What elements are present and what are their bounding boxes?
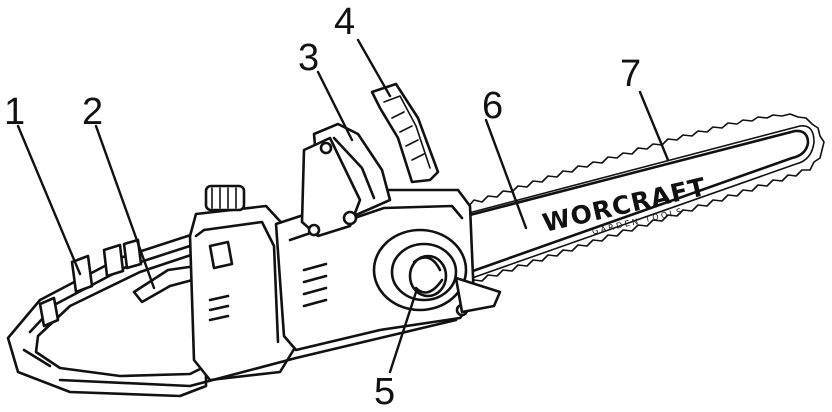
grip-bump-2 (102, 243, 125, 278)
callout-5: 5 (374, 371, 395, 412)
leader-4 (356, 38, 392, 98)
callout-7: 7 (620, 53, 641, 95)
leader-2 (94, 124, 156, 290)
callout-numbers: 1 2 3 4 5 6 7 (4, 1, 641, 412)
grip-bump-3 (122, 238, 143, 270)
grip-bump-4 (38, 296, 60, 328)
guide-bar: WORCRAFT GARDEN TOOLS (454, 113, 825, 287)
leader-3 (316, 70, 354, 142)
leader-1 (16, 124, 82, 276)
leader-6 (484, 118, 528, 230)
callout-4: 4 (334, 1, 355, 43)
leader-5 (388, 290, 418, 374)
oil-cap (204, 184, 246, 212)
leader-7 (638, 90, 670, 162)
callout-1: 1 (4, 91, 25, 133)
tension-knob (372, 228, 468, 312)
front-handle (370, 82, 440, 184)
callout-6: 6 (482, 85, 503, 127)
callout-2: 2 (82, 91, 103, 133)
callout-leaders (16, 38, 670, 374)
callout-3: 3 (298, 37, 319, 79)
chainsaw-body (6, 82, 502, 398)
